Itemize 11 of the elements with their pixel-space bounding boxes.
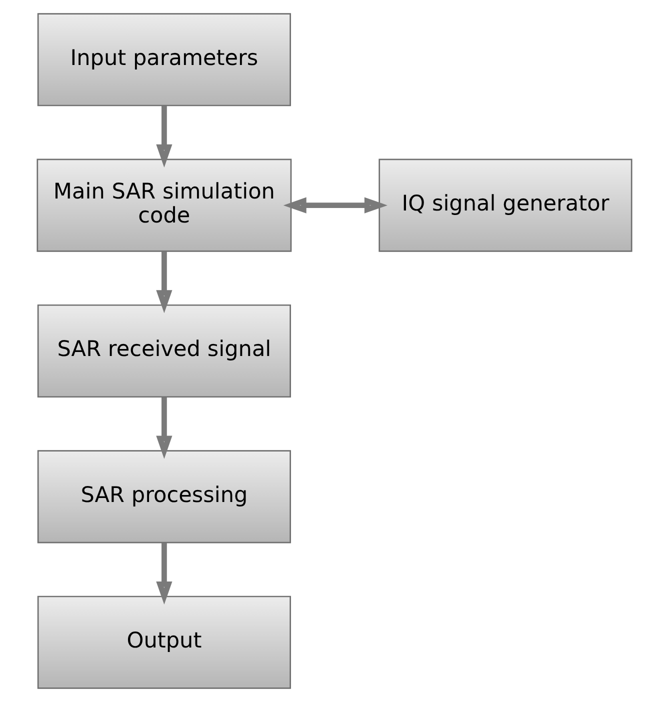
- node-box: Input parameters: [36, 13, 290, 106]
- node-box: SAR received signal: [36, 304, 290, 398]
- arrow: [156, 252, 172, 314]
- node-box: IQ signal generator: [378, 158, 632, 252]
- arrow: [282, 197, 387, 214]
- node-box: SAR processing: [36, 450, 290, 544]
- node-box: Output: [36, 596, 290, 689]
- arrow: [156, 542, 172, 604]
- node-box: Main SAR simulation code: [36, 158, 292, 252]
- arrow: [156, 397, 172, 459]
- arrow: [156, 106, 172, 168]
